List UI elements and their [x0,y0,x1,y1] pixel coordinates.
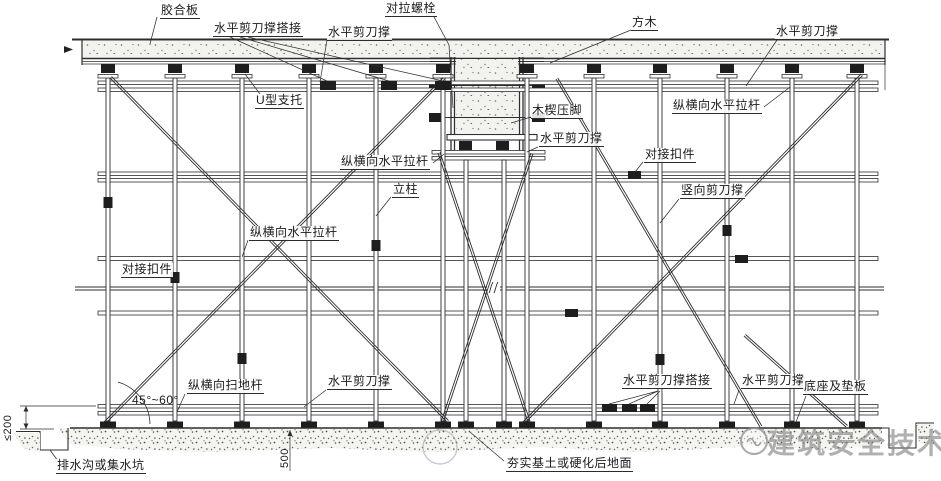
drainage-ditch-right [882,422,934,449]
ground-hatch [58,428,882,452]
break-symbol [488,281,499,294]
concrete-slab [82,41,885,58]
label-u-head: U型支托 [255,93,304,109]
mid-horizontal-brace [75,286,884,291]
dimension-500 [287,430,293,471]
label-tie-bolt: 对拉螺栓 [385,1,438,17]
label-hsb-lap-top: 水平剪刀撑搭接 [213,21,303,37]
butt-couplers [103,171,748,365]
label-wedge-foot: 木楔压脚 [531,103,584,119]
label-tie-rods-left: 纵横向水平拉杆 [249,225,339,241]
label-hsb-top-left: 水平剪刀撑 [327,25,392,41]
horizontal-tie-rods [97,80,879,416]
watermark-logo [740,427,768,455]
dimension-500-text: 500 [279,448,291,468]
label-sweeping-rod: 纵横向扫地杆 [187,378,265,394]
label-hsb-top-right: 水平剪刀撑 [775,24,840,40]
dimension-200-text: ≤200 [2,414,14,441]
label-hsb-lap-bottom: 水平剪刀撑搭接 [622,373,712,389]
dimension-200 [20,405,96,430]
label-tie-rods-mid: 纵横向水平拉杆 [340,154,430,170]
watermark-circle [422,429,458,465]
angle-arc [117,381,151,425]
label-butt-coupler-right: 对接扣件 [644,147,697,163]
label-plywood: 胶合板 [160,3,200,19]
watermark-text: 建筑安全技术 [767,428,941,459]
concrete-beam [456,59,518,133]
label-tie-rods-upper-right: 纵横向水平拉杆 [672,98,762,114]
leader-lines [49,14,807,462]
beam-bottom-form [446,133,538,141]
wedge-timber [496,141,509,150]
slab-edge-tick [64,46,73,53]
label-base-plate: 底座及垫板 [803,379,868,395]
label-hsb-bottom-right: 水平剪刀撑 [741,373,806,389]
label-square-timber: 方木 [631,15,659,31]
label-compacted-ground: 夯实基土或硬化后地面 [506,456,634,472]
brace-lap-marks [320,81,655,412]
wedge-timber [459,141,472,150]
label-hsb-bottom-left: 水平剪刀撑 [327,374,392,390]
u-head-jacks [97,64,868,79]
label-drainage-pit: 排水沟或集水坑 [56,458,146,474]
base-plates [100,421,865,428]
label-butt-coupler-left: 对接扣件 [121,262,174,278]
label-post: 立柱 [392,182,420,198]
label-angle-range: 45°~60° [132,393,179,407]
beam-side-forms [450,57,524,151]
label-hsb-beam: 水平剪刀撑 [539,131,604,147]
label-vertical-scissor-brace: 竖向剪刀撑 [680,183,745,199]
